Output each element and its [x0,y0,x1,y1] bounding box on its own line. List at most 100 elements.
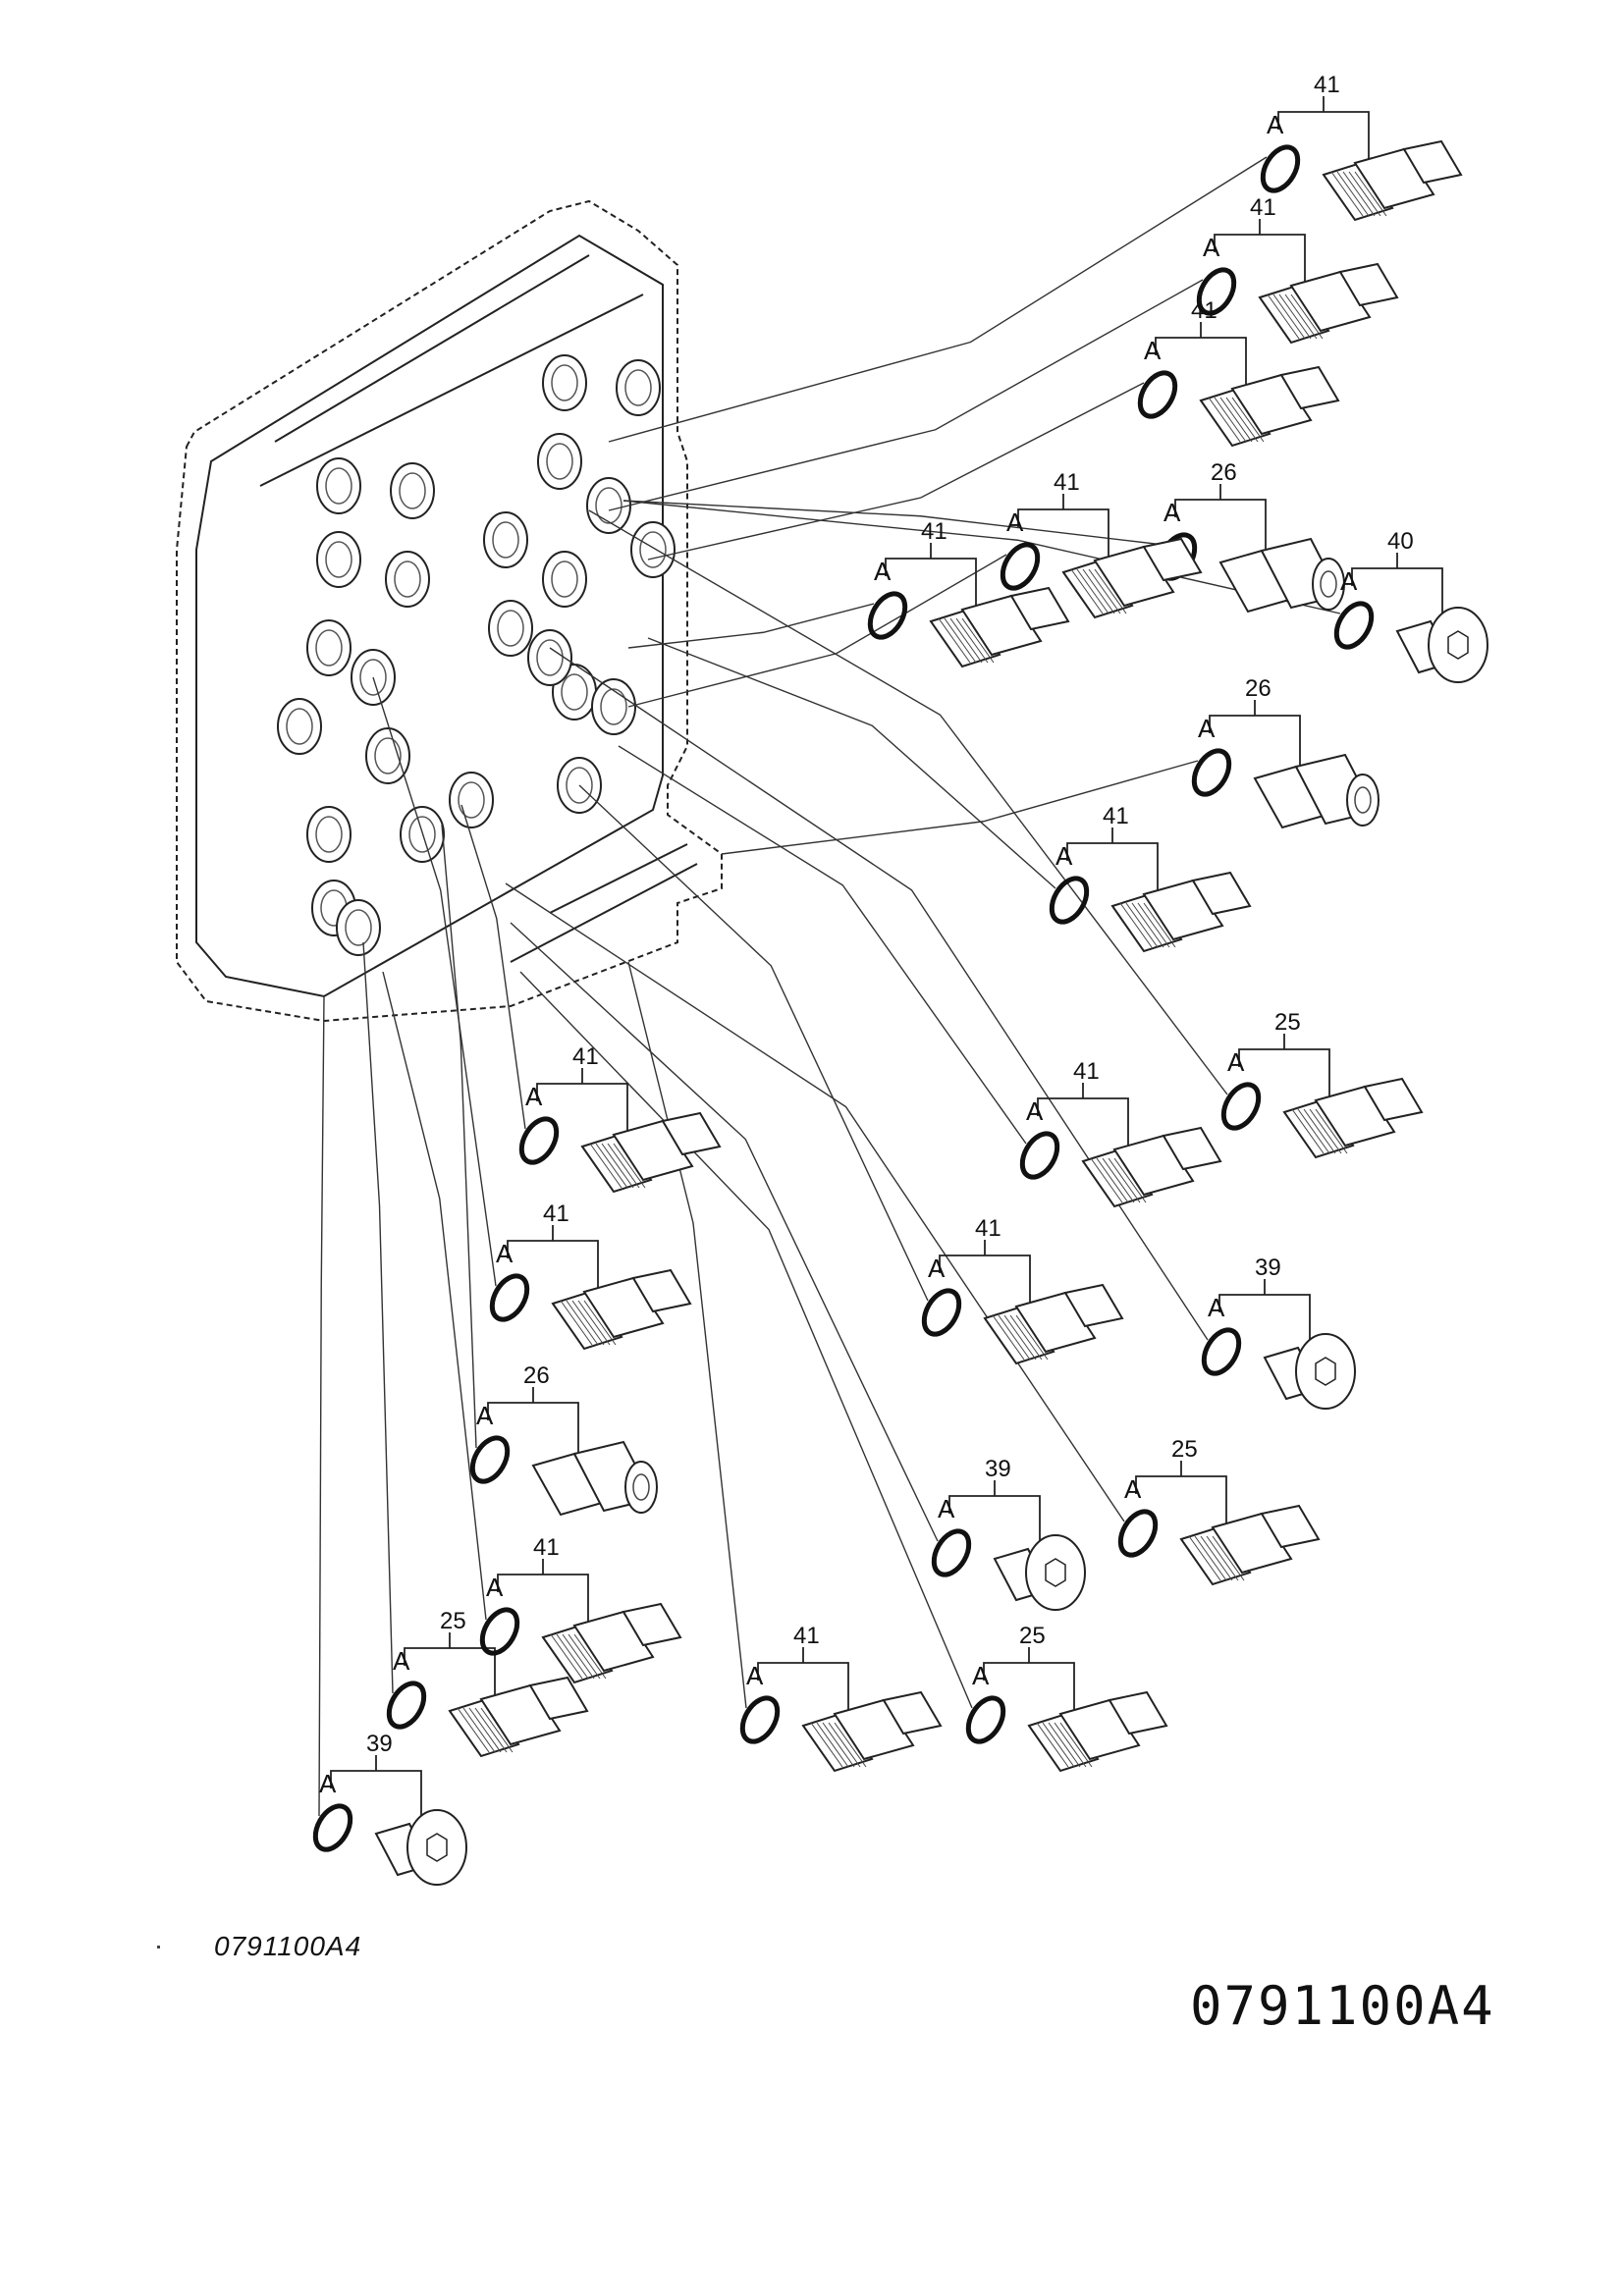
port-opening [449,772,494,828]
adapter-body [1253,753,1380,829]
fitting-body [1322,139,1463,222]
seal-letter: A [486,1573,504,1602]
drawing-code-small: 0791100A4 [214,1931,362,1961]
valve-body [176,199,723,1023]
port-thread [600,688,627,725]
port-opening [316,531,361,588]
o-ring-icon [312,1803,353,1852]
callout-bracket [1155,322,1247,387]
callout-bracket [1174,484,1267,549]
leader-line [549,647,1209,1341]
margin-dot [157,1946,160,1949]
part-callouts: 41A41A41A26A40A41A41A26A41A25A41A41A39A4… [312,72,1488,1886]
port-thread [551,364,578,401]
callout-bracket [1351,553,1443,617]
part-callout: 25A [1117,1436,1321,1586]
o-ring-icon [1019,1131,1060,1180]
callout-bracket [939,1240,1031,1305]
port-opening [390,462,435,519]
port-thread [325,541,352,578]
fitting-body [1199,365,1340,448]
callout-bracket [487,1387,579,1452]
fitting-body [541,1602,682,1684]
seal-letter: A [476,1401,494,1430]
part-callout: 41A [1260,72,1463,222]
leader-line [578,784,929,1302]
plug-body [993,1534,1086,1611]
part-ref-number: 41 [1054,469,1080,496]
part-ref-number: 41 [793,1623,820,1649]
leader-line [647,637,1056,889]
part-ref-number: 40 [1387,528,1414,555]
part-callout: 39A [1201,1255,1356,1410]
part-ref-number: 26 [1211,459,1237,486]
port-thread [639,531,667,568]
part-ref-number: 26 [523,1362,550,1389]
port-opening [306,806,352,863]
o-ring-icon [921,1288,962,1337]
port-thread [359,659,387,696]
fitting-body [929,586,1070,668]
seal-letter: A [525,1082,543,1111]
part-ref-number: 25 [1171,1436,1198,1463]
part-callout: 25A [965,1623,1168,1773]
fitting-body [801,1690,943,1773]
part-callout: 39A [931,1456,1086,1611]
callout-bracket [1218,1279,1311,1344]
o-ring-icon [489,1273,530,1322]
port-thread [408,816,436,853]
seal-letter: A [938,1494,955,1523]
seal-letter: A [1026,1096,1044,1126]
part-callout: 41A [479,1534,682,1684]
fitting-body [1027,1690,1168,1773]
leader-line [318,995,325,1817]
port-thread [492,521,519,559]
seal-letter: A [393,1646,410,1676]
fitting-body [448,1676,589,1758]
port-opening [542,354,587,411]
part-callout: 41A [867,518,1070,668]
o-ring-icon [1333,601,1375,650]
leader-line [627,603,875,649]
leader-line [510,922,939,1542]
callout-bracket [507,1225,599,1290]
port-opening [316,457,361,514]
port-thread [315,816,343,853]
port-opening [488,600,533,657]
leader-line [441,824,477,1449]
port-opening [483,511,528,568]
leader-line [618,745,1027,1145]
o-ring-icon [1049,876,1090,925]
seal-letter: A [972,1661,990,1690]
callout-bracket [757,1647,849,1712]
part-callout: 41A [1196,194,1399,345]
port-thread [536,639,564,676]
o-ring-icon [1117,1509,1159,1558]
fitting-body [1110,871,1252,953]
leader-line [627,554,1007,708]
part-ref-number: 39 [1255,1255,1281,1281]
port-thread [394,561,421,598]
fitting-body [983,1283,1124,1365]
part-callout: 41A [1137,297,1340,448]
o-ring-icon [479,1607,520,1656]
port-opening [542,551,587,608]
callout-bracket [1135,1461,1227,1525]
o-ring-icon [1201,1327,1242,1376]
port-opening [336,899,381,956]
port-opening [306,619,352,676]
seal-letter: A [1340,566,1358,596]
callout-bracket [1066,828,1159,892]
part-ref-number: 41 [533,1534,560,1561]
leader-line [519,971,973,1709]
part-ref-number: 26 [1245,675,1271,702]
seal-letter: A [1198,714,1216,743]
seal-letter: A [1203,233,1220,262]
port-thread [497,610,524,647]
seal-letter: A [1208,1293,1225,1322]
part-callout: 26A [1157,459,1345,614]
part-ref-number: 41 [543,1201,569,1227]
port-opening [277,698,322,755]
